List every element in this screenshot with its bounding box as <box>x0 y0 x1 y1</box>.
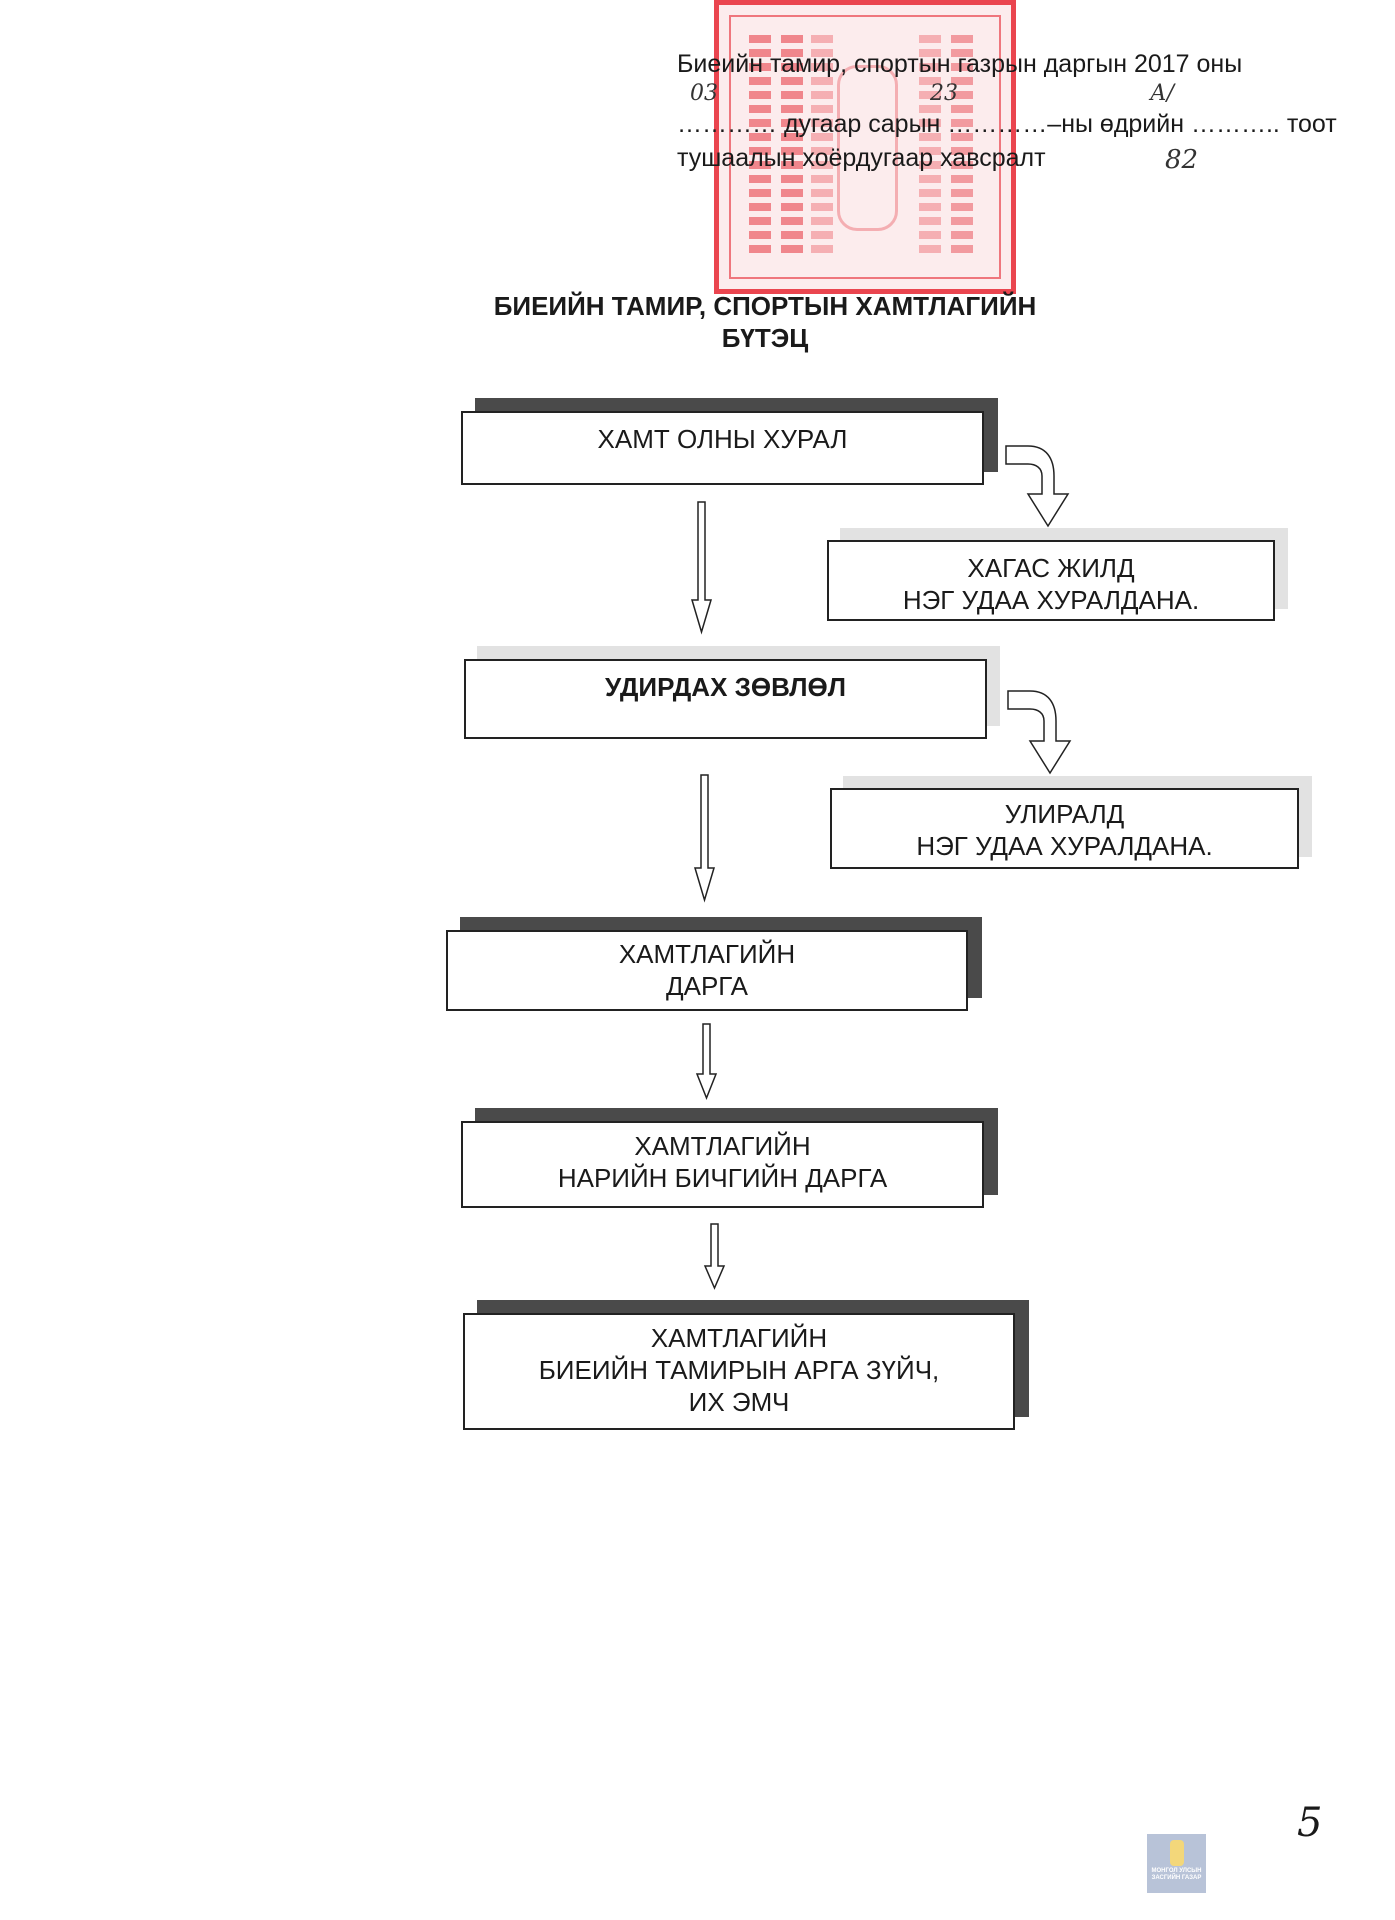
stamp-script <box>951 35 973 259</box>
curved-arrow-icon <box>1005 445 1070 528</box>
frequency-line2: НЭГ УДАА ХУРАЛДАНА. <box>902 585 1200 615</box>
stamp-script <box>811 35 833 259</box>
general-meeting-box: ХАМТ ОЛНЫ ХУРАЛ <box>461 411 984 485</box>
down-arrow-icon <box>693 774 716 903</box>
secretary-box: ХАМТЛАГИЙН НАРИЙН БИЧГИЙН ДАРГА <box>461 1121 984 1208</box>
down-arrow-icon <box>703 1223 726 1290</box>
stamp-script <box>749 35 771 259</box>
coach-line2: БИЕИЙН ТАМИРЫН АРГА ЗҮЙЧ, <box>538 1355 940 1385</box>
coach-line3: ИХ ЭМЧ <box>688 1387 790 1417</box>
handwritten-day: 23 <box>930 81 958 106</box>
chart-title-line2: БҮТЭЦ <box>721 323 809 353</box>
handwritten-order-prefix: А/ <box>1150 81 1175 106</box>
logo-text-line1: МОНГОЛ УЛСЫН <box>1151 1868 1202 1874</box>
down-arrow-icon <box>690 501 713 635</box>
stamp-script <box>781 35 803 259</box>
stamp-emblem <box>837 65 898 231</box>
coach-box: ХАМТЛАГИЙН БИЕИЙН ТАМИРЫН АРГА ЗҮЙЧ, ИХ … <box>463 1313 1015 1430</box>
board-frequency-box: УЛИРАЛД НЭГ УДАА ХУРАЛДАНА. <box>830 788 1299 869</box>
annex-header-line2: ………… дугаар сарын …………–ны өдрийн ……….. т… <box>677 110 1337 138</box>
general-meeting-frequency-box: ХАГАС ЖИЛД НЭГ УДАА ХУРАЛДАНА. <box>827 540 1275 621</box>
head-box: ХАМТЛАГИЙН ДАРГА <box>446 930 968 1011</box>
frequency-line1: ХАГАС ЖИЛД <box>967 553 1135 583</box>
chart-title-line1: БИЕИЙН ТАМИР, СПОРТЫН ХАМТЛАГИЙН <box>493 291 1037 321</box>
board-label: УДИРДАХ ЗӨВЛӨЛ <box>605 672 846 702</box>
board-box: УДИРДАХ ЗӨВЛӨЛ <box>464 659 987 739</box>
stamp-script <box>919 35 941 259</box>
head-line2: ДАРГА <box>666 971 748 1001</box>
secretary-line1: ХАМТЛАГИЙН <box>634 1131 811 1161</box>
soyombo-icon <box>1169 1840 1184 1866</box>
frequency-line2: НЭГ УДАА ХУРАЛДАНА. <box>916 831 1213 861</box>
annex-header-line3: тушаалын хоёрдугаар хавсралт <box>677 144 1046 172</box>
government-logo: МОНГОЛ УЛСЫН ЗАСГИЙН ГАЗАР <box>1147 1834 1206 1893</box>
coach-line1: ХАМТЛАГИЙН <box>650 1323 828 1353</box>
page-number: 5 <box>1297 1800 1323 1846</box>
stamp-border <box>729 15 1001 279</box>
secretary-line2: НАРИЙН БИЧГИЙН ДАРГА <box>557 1163 888 1193</box>
general-meeting-label: ХАМТ ОЛНЫ ХУРАЛ <box>597 424 848 454</box>
handwritten-order-number: 82 <box>1165 145 1199 175</box>
handwritten-month: 03 <box>690 81 718 106</box>
official-stamp <box>714 0 1016 294</box>
logo-text-line2: ЗАСГИЙН ГАЗАР <box>1151 1875 1202 1881</box>
frequency-line1: УЛИРАЛД <box>1004 799 1125 829</box>
down-arrow-icon <box>695 1023 718 1101</box>
annex-header-line1: Биеийн тамир, спортын газрын даргын 2017… <box>677 50 1243 78</box>
curved-arrow-icon <box>1007 690 1072 775</box>
head-line1: ХАМТЛАГИЙН <box>618 939 796 969</box>
